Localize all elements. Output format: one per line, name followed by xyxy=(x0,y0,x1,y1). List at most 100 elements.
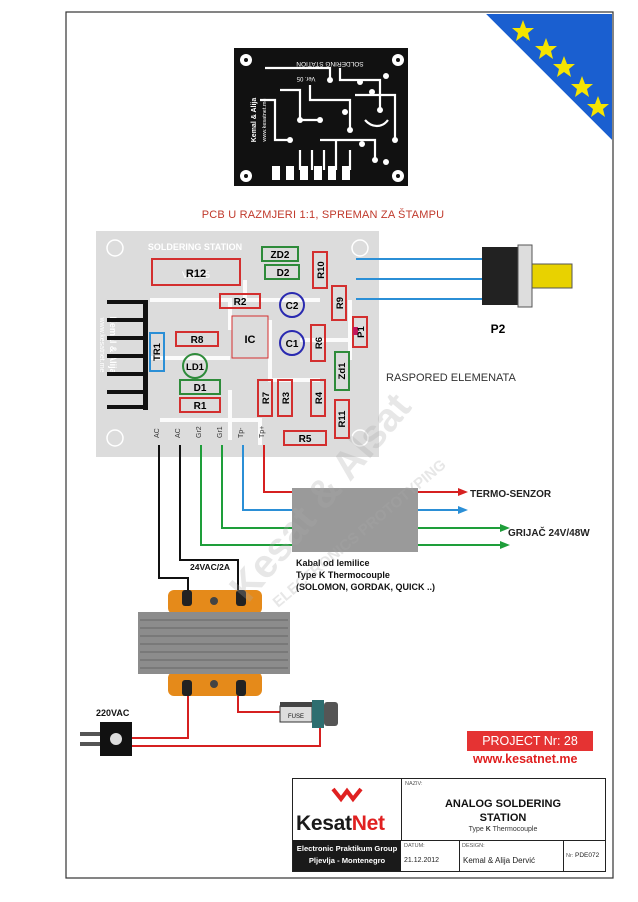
r3: R3 xyxy=(277,379,293,417)
kesatnet-logo: KesatNet xyxy=(293,779,402,841)
title-block-row: DATUM: 21.12.2012 DESIGN: Kemal & Alija … xyxy=(401,840,605,872)
pad-label: Gr1 xyxy=(217,426,224,438)
ic: IC xyxy=(245,334,256,346)
p1: P1 xyxy=(352,316,368,348)
mains-plug: 220VAC xyxy=(80,708,132,756)
tr1: TR1 xyxy=(149,332,165,372)
pcb-caption: PCB U RAZMJERI 1:1, SPREMAN ZA ŠTAMPU xyxy=(202,208,445,221)
r6: R6 xyxy=(310,324,326,362)
project-subtitle: Type K Thermocouple xyxy=(468,826,538,833)
date-cell: DATUM: 21.12.2012 xyxy=(401,841,460,872)
pad-label: AC xyxy=(175,428,182,438)
flag-corner xyxy=(478,14,612,148)
svg-text:R9: R9 xyxy=(335,297,346,309)
board-title: SOLDERING STATION xyxy=(148,242,242,252)
logo-word-red: Net xyxy=(351,812,385,835)
zd1: Zd1 xyxy=(334,351,350,391)
logo-word-dark: Kesat xyxy=(296,812,352,835)
svg-text:IC: IC xyxy=(245,334,256,346)
fuse-holder: FUSE xyxy=(279,700,338,728)
svg-text:ZD2: ZD2 xyxy=(271,250,290,261)
pad-row: AC AC Gr2 Gr1 Tp- Tp+ xyxy=(154,426,266,438)
pcb-artwork: SOLDERING STATION Ver. 05 Kemal & Alija … xyxy=(234,48,408,186)
r5: R5 xyxy=(283,430,327,446)
ld1: LD1 xyxy=(182,353,208,379)
title-line1: ANALOG SOLDERING xyxy=(444,798,562,810)
project-title: ANALOG SOLDERING STATION xyxy=(401,797,605,825)
pcb-url-mirrored: www.kesatnet.me xyxy=(262,98,268,142)
svg-text:LD1: LD1 xyxy=(186,362,205,373)
pad-label: Tp+ xyxy=(259,426,266,438)
svg-text:TR1: TR1 xyxy=(152,342,163,361)
termo-label: TERMO-SENZOR xyxy=(470,489,552,500)
pcb-title-mirrored: SOLDERING STATION xyxy=(296,60,364,67)
svg-text:R7: R7 xyxy=(261,392,272,404)
heatsink xyxy=(107,300,148,410)
c2: C2 xyxy=(279,292,305,318)
zd2: ZD2 xyxy=(261,246,299,262)
pcb-version-mirrored: Ver. 05 xyxy=(296,75,315,81)
pad-label: Gr2 xyxy=(196,426,203,438)
board-version: Ver. 05 xyxy=(182,270,210,280)
pad-label: AC xyxy=(154,428,161,438)
svg-text:C1: C1 xyxy=(286,339,299,350)
group-bar: Electronic Praktikum Group Pljevlja - Mo… xyxy=(293,840,401,871)
layout-caption: RASPORED ELEMENATA xyxy=(386,372,516,384)
transformer xyxy=(138,590,290,696)
pcb-authors-mirrored: Kemal & Alija xyxy=(251,98,258,143)
components: R12 ZD2 D2 R10 R2 C2 R9 TR1 R8 IC C1 R6 … xyxy=(149,246,368,446)
title-block: KesatNet Electronic Praktikum Group Plje… xyxy=(292,778,606,872)
website-link[interactable]: www.kesatnet.me xyxy=(473,752,578,766)
potentiometer-p2: P2 xyxy=(356,244,573,336)
svg-text:R10: R10 xyxy=(316,261,327,278)
svg-text:R4: R4 xyxy=(314,391,325,404)
date-value: 21.12.2012 xyxy=(404,857,440,864)
d1: D1 xyxy=(179,379,221,395)
r2: R2 xyxy=(219,293,261,309)
r11: R11 xyxy=(334,399,350,439)
svg-text:R1: R1 xyxy=(194,401,207,412)
pad-label: Tp- xyxy=(238,427,245,438)
transformer-label: 24VAC/2A xyxy=(190,562,230,572)
r7: R7 xyxy=(257,379,273,417)
designers-value: Kemal & Alija Dervić xyxy=(463,856,536,865)
svg-text:R5: R5 xyxy=(299,434,312,445)
datum-label: DATUM: xyxy=(404,843,425,849)
svg-text:C2: C2 xyxy=(286,301,299,312)
svg-text:R6: R6 xyxy=(314,337,325,349)
r4: R4 xyxy=(310,379,326,417)
r8: R8 xyxy=(175,331,219,347)
cable-sheath xyxy=(292,488,418,552)
cable-line1: Kabal od lemilice xyxy=(296,558,370,568)
board-url: www.kesatnet.me xyxy=(98,317,105,373)
mains-label: 220VAC xyxy=(96,708,130,718)
r10: R10 xyxy=(312,251,328,289)
svg-text:R12: R12 xyxy=(186,268,206,280)
group-line2: Pljevlja - Montenegro xyxy=(308,856,386,865)
naziv-label: NAZIV: xyxy=(405,781,423,787)
grijac-label: GRIJAČ 24V/48W xyxy=(508,526,590,539)
cable-line2: Type K Thermocouple xyxy=(296,570,390,580)
title-line2: STATION xyxy=(479,812,527,824)
svg-text:R3: R3 xyxy=(281,392,292,404)
svg-text:R8: R8 xyxy=(191,335,204,346)
component-board: SOLDERING STATION Ver. 05 Kemal & Alija … xyxy=(96,231,379,457)
p2-label: P2 xyxy=(491,322,506,336)
r9: R9 xyxy=(331,285,347,321)
design-label: DESIGN: xyxy=(462,843,485,849)
group-line1: Electronic Praktikum Group xyxy=(296,844,398,853)
svg-text:R2: R2 xyxy=(234,297,247,308)
svg-text:R11: R11 xyxy=(337,410,348,428)
nr-value: PDE072 xyxy=(575,852,600,859)
project-number-badge: PROJECT Nr: 28 xyxy=(467,731,593,751)
wire-arrows xyxy=(458,488,510,549)
d2: D2 xyxy=(264,264,300,280)
svg-text:D1: D1 xyxy=(194,383,207,394)
logo-icon xyxy=(331,787,363,803)
c1: C1 xyxy=(279,330,305,356)
design-cell: DESIGN: Kemal & Alija Dervić xyxy=(459,841,564,872)
star-icon xyxy=(512,20,609,117)
fuse-label: FUSE xyxy=(288,714,304,720)
nr-label: Nr: xyxy=(566,853,574,859)
